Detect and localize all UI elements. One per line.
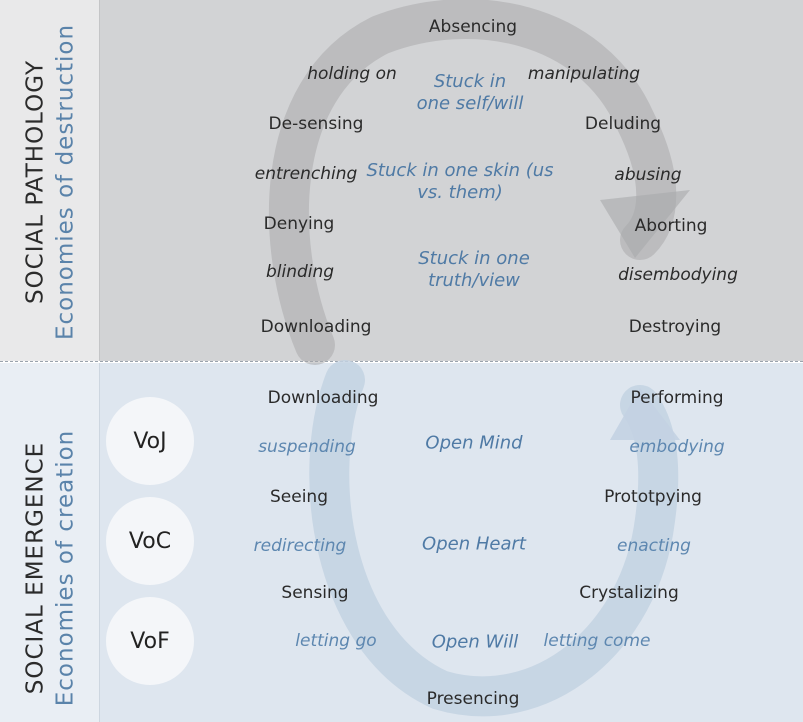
pathology-side-band: [0, 0, 99, 361]
label-disembodying: disembodying: [618, 265, 738, 285]
emergence-subtitle: Economies of creation: [52, 429, 79, 707]
label-downloading-emergence: Downloading: [267, 388, 379, 408]
label-denying: Denying: [263, 214, 335, 234]
voice-of-cynicism-circle: VoC: [106, 497, 194, 585]
label-open-will: Open Will: [431, 631, 519, 653]
label-redirecting: redirecting: [253, 536, 347, 556]
emergence-arrowhead: [610, 388, 680, 440]
label-seeing: Seeing: [270, 487, 328, 507]
label-performing: Performing: [630, 388, 724, 408]
label-manipulating: manipulating: [527, 64, 641, 84]
label-letting-go: letting go: [295, 631, 377, 651]
label-letting-come: letting come: [543, 631, 651, 651]
label-holding-on: holding on: [307, 64, 397, 84]
label-downloading-pathology: Downloading: [260, 317, 372, 337]
label-stuck-skin: Stuck in one skin (us vs. them): [366, 160, 554, 203]
label-open-heart: Open Heart: [422, 533, 526, 555]
pathology-subtitle: Economies of destruction: [52, 23, 79, 341]
label-absencing: Absencing: [428, 17, 518, 37]
label-presencing: Presencing: [426, 689, 520, 709]
label-suspending: suspending: [258, 437, 356, 457]
label-enacting: enacting: [617, 536, 691, 556]
label-embodying: embodying: [629, 437, 725, 457]
label-prototyping: Prototpying: [604, 487, 702, 507]
section-separator: [0, 361, 803, 362]
label-aborting: Aborting: [634, 216, 708, 236]
label-stuck-truth: Stuck in one truth/view: [418, 248, 530, 291]
voice-of-judgment-circle: VoJ: [106, 397, 194, 485]
emergence-brush-arc: [309, 360, 679, 717]
emergence-divider: [99, 363, 100, 722]
pathology-title: SOCIAL PATHOLOGY: [22, 59, 49, 305]
label-destroying: Destroying: [628, 317, 722, 337]
label-open-mind: Open Mind: [425, 432, 523, 454]
label-entrenching: entrenching: [254, 164, 358, 184]
label-de-sensing: De-sensing: [268, 114, 364, 134]
voice-of-fear-circle: VoF: [106, 597, 194, 685]
label-crystalizing: Crystalizing: [579, 583, 679, 603]
label-sensing: Sensing: [281, 583, 349, 603]
label-stuck-self: Stuck in one self/will: [416, 71, 524, 114]
label-blinding: blinding: [265, 262, 335, 282]
pathology-arrowhead: [600, 190, 690, 258]
pathology-divider: [99, 0, 100, 361]
label-abusing: abusing: [614, 165, 682, 185]
pathology-brush-arc: [268, 0, 677, 365]
emergence-side-band: [0, 363, 99, 722]
emergence-title: SOCIAL EMERGENCE: [22, 441, 49, 695]
label-deluding: Deluding: [584, 114, 662, 134]
